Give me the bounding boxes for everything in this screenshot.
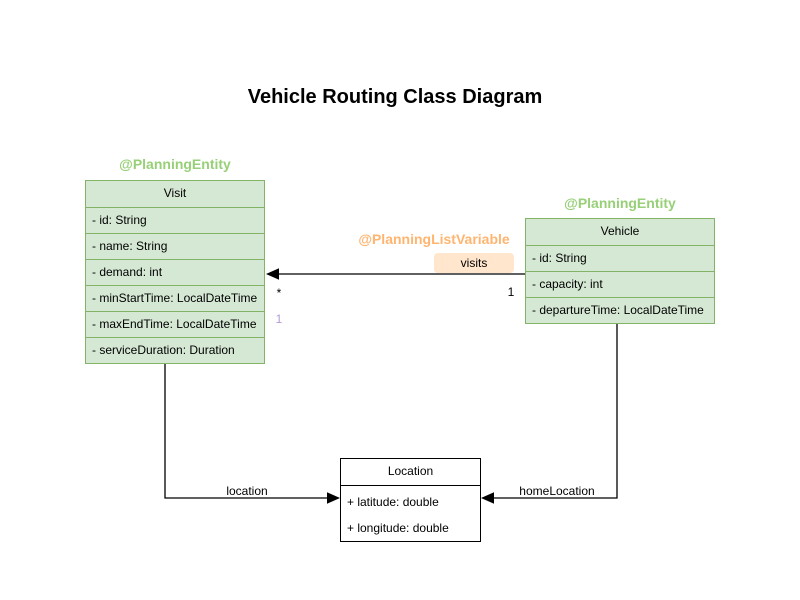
location-arrowhead <box>327 492 340 504</box>
location-class: Location + latitude: double + longitude:… <box>340 458 481 542</box>
visits-edge-label: visits <box>434 253 514 273</box>
visits-annotation: @PlanningListVariable <box>358 231 510 247</box>
vehicle-attribute: - capacity: int <box>526 271 714 297</box>
visit-attribute: - demand: int <box>86 259 264 285</box>
visits-target-multiplicity: * <box>276 286 282 300</box>
location-attributes: + latitude: double + longitude: double <box>341 485 480 541</box>
visit-attribute: - serviceDuration: Duration <box>86 337 264 363</box>
visit-attribute: - id: String <box>86 207 264 233</box>
location-attribute: + latitude: double <box>347 495 439 509</box>
vehicle-class: Vehicle - id: String - capacity: int - d… <box>525 218 715 324</box>
home-location-edge <box>481 321 618 504</box>
visit-class-name: Visit <box>163 186 187 200</box>
vehicle-attribute: - id: String <box>526 245 714 271</box>
vehicle-class-name: Vehicle <box>600 224 640 238</box>
visits-source-multiplicity: 1 <box>507 285 515 299</box>
visits-index-label: 1 <box>275 312 283 326</box>
location-edge <box>164 362 340 504</box>
visit-class: Visit - id: String - name: String - dema… <box>85 180 265 364</box>
visit-attribute: - name: String <box>86 233 264 259</box>
location-class-name: Location <box>387 464 434 478</box>
vehicle-annotation: @PlanningEntity <box>564 195 676 211</box>
vehicle-attribute: - departureTime: LocalDateTime <box>526 297 714 323</box>
diagram-title: Vehicle Routing Class Diagram <box>247 86 543 108</box>
home-location-arrowhead <box>481 492 494 504</box>
visit-attribute: - minStartTime: LocalDateTime <box>86 285 264 311</box>
visit-attribute: - maxEndTime: LocalDateTime <box>86 311 264 337</box>
visits-arrowhead <box>266 268 279 280</box>
location-attribute: + longitude: double <box>347 521 449 535</box>
visit-annotation: @PlanningEntity <box>119 156 231 172</box>
home-location-edge-label: homeLocation <box>519 484 595 498</box>
location-edge-label: location <box>226 484 268 498</box>
